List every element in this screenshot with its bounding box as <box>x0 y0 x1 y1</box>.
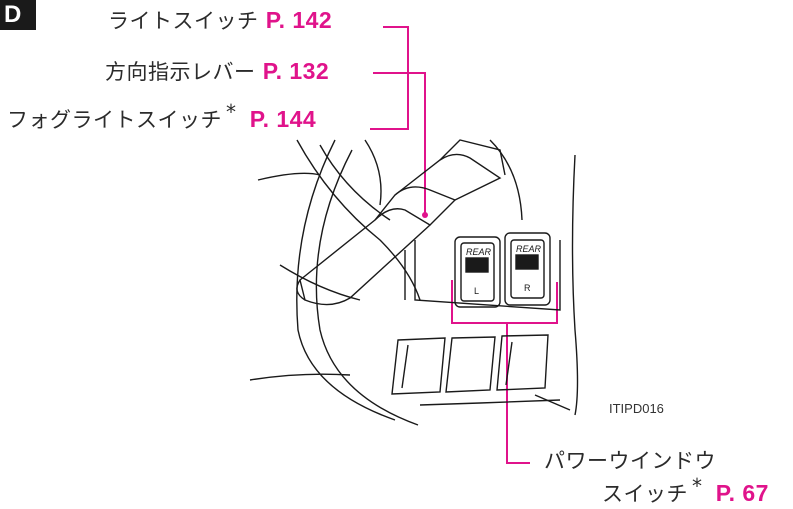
turn-signal-label: 方向指示レバー <box>105 60 256 84</box>
light-switch-label: ライトスイッチ <box>108 9 259 33</box>
power-window-page-ref[interactable]: P. 67 <box>715 480 769 506</box>
left-switch-bottom-text: L <box>474 286 479 296</box>
light-switch-page-ref[interactable]: P. 142 <box>265 7 333 33</box>
turn-signal-page-ref[interactable]: P. 132 <box>262 58 330 84</box>
fog-light-label: フォグライトスイッチ <box>7 108 222 132</box>
right-switch-top-text: REAR <box>516 244 542 254</box>
left-switch-top-text: REAR <box>466 247 492 257</box>
section-badge: D <box>0 0 36 30</box>
power-window-callout-line1: パワーウインドウ <box>544 445 716 475</box>
asterisk-mark: * <box>692 474 703 498</box>
fog-light-page-ref[interactable]: P. 144 <box>249 106 317 132</box>
power-window-label-2: スイッチ <box>602 482 688 506</box>
asterisk-mark: * <box>226 100 237 124</box>
line-art <box>249 139 579 426</box>
light-switch-callout: ライトスイッチ P. 142 <box>108 5 332 35</box>
turn-signal-callout: 方向指示レバー P. 132 <box>105 56 329 86</box>
right-switch-bottom-text: R <box>524 283 531 293</box>
power-window-label-1: パワーウインドウ <box>544 449 716 473</box>
leader-dot <box>422 212 428 218</box>
power-window-callout-line2: スイッチ* P. 67 <box>602 474 769 508</box>
fog-light-callout: フォグライトスイッチ* P. 144 <box>7 100 317 134</box>
illustration-code: ITIPD016 <box>609 401 664 416</box>
leader-lines <box>370 26 558 464</box>
